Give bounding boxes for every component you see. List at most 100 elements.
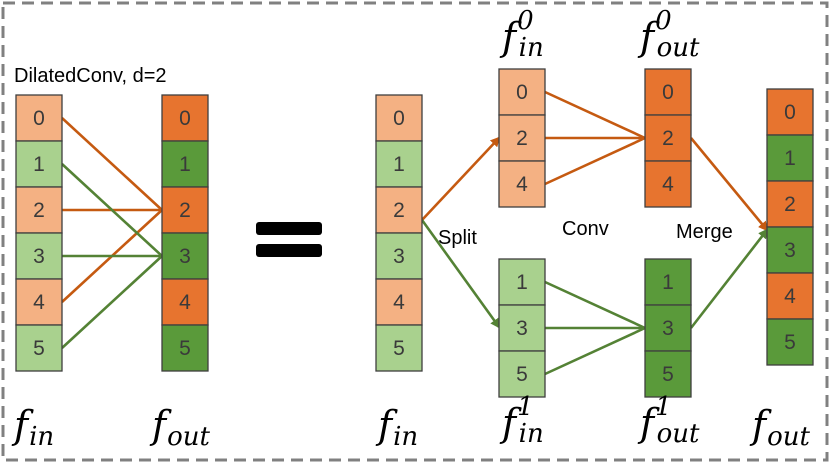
feature-cell [498, 350, 546, 398]
feature-cell-value: 1 [784, 147, 796, 170]
feature-cell-value: 0 [516, 81, 528, 104]
feature-cell-value: 2 [393, 199, 405, 222]
feature-cell-value: 5 [516, 363, 528, 386]
feature-cell-value: 4 [662, 173, 674, 196]
feature-cell-value: 4 [516, 173, 528, 196]
equals-sign [256, 222, 322, 257]
connection-line [61, 117, 163, 211]
feature-cell-value: 4 [33, 291, 45, 314]
feature-cell [15, 278, 63, 326]
dilated-conv-title: DilatedConv, d=2 [14, 65, 167, 87]
f-out-merged-label: fout [749, 403, 810, 452]
feature-cell-value: 0 [662, 81, 674, 104]
feature-cell [498, 114, 546, 162]
connection-line [544, 280, 646, 330]
feature-cell [644, 258, 692, 306]
feature-cell-value: 3 [516, 317, 528, 340]
feature-cell [644, 68, 692, 116]
feature-cell-value: 4 [393, 291, 405, 314]
feature-cell [375, 94, 423, 142]
merged-output-column: 0 1 2 3 4 5 [766, 88, 814, 366]
feature-cell-value: 1 [179, 153, 191, 176]
feature-cell [161, 324, 209, 372]
feature-cell [161, 278, 209, 326]
feature-cell-value: 0 [179, 107, 191, 130]
feature-cell-value: 3 [662, 317, 674, 340]
feature-cell-value: 5 [33, 337, 45, 360]
connection-lines [61, 90, 769, 376]
feature-cell-value: 0 [33, 107, 45, 130]
feature-cell-value: 3 [179, 245, 191, 268]
feature-cell [766, 226, 814, 274]
feature-cell [766, 180, 814, 228]
feature-cell-value: 5 [393, 337, 405, 360]
f-in-left-label: fin [11, 403, 54, 452]
feature-cell [375, 324, 423, 372]
flow-arrow [689, 137, 769, 232]
odd-input-column: 1 3 5 [498, 258, 546, 398]
feature-cell [15, 140, 63, 188]
even-input-column: 0 2 4 [498, 68, 546, 208]
feature-cell [15, 324, 63, 372]
connection-line [544, 136, 646, 186]
even-output-column: 0 2 4 [644, 68, 692, 208]
flow-arrow [421, 136, 501, 221]
feature-cell-value: 1 [516, 271, 528, 294]
feature-cell-value: 2 [784, 193, 796, 216]
feature-cell-value: 5 [784, 331, 796, 354]
feature-cell [498, 160, 546, 208]
feature-cell [498, 304, 546, 352]
flow-arrow [420, 219, 501, 329]
connection-line [61, 255, 163, 349]
feature-cell-value: 2 [33, 199, 45, 222]
feature-cell-value: 5 [662, 363, 674, 386]
feature-cell-value: 3 [784, 239, 796, 262]
connection-line [61, 163, 163, 257]
right-input-column: 0 1 2 3 4 5 [375, 94, 423, 372]
f-in-right-label: fin [375, 403, 418, 452]
feature-cell [644, 114, 692, 162]
feature-cell-value: 2 [179, 199, 191, 222]
conv-label: Conv [562, 218, 609, 240]
merge-label: Merge [676, 221, 733, 243]
feature-cell-value: 2 [662, 127, 674, 150]
feature-cell [766, 134, 814, 182]
feature-cell-value: 1 [33, 153, 45, 176]
feature-cell-value: 0 [784, 101, 796, 124]
feature-cell-value: 3 [33, 245, 45, 268]
feature-cell [644, 350, 692, 398]
feature-cell [644, 160, 692, 208]
feature-columns: 0 1 2 3 4 5 0 1 2 3 4 5 0 1 2 3 4 5 0 2 4 1 3 5 0 2 4 1 3 5 0 1 2 3 4 5 [15, 68, 814, 398]
connection-line [544, 90, 646, 140]
f-out-left-label: fout [149, 403, 210, 452]
feature-cell [498, 258, 546, 306]
feature-cell-value: 4 [784, 285, 796, 308]
feature-cell [766, 88, 814, 136]
split-label: Split [438, 227, 477, 249]
feature-cell-value: 3 [393, 245, 405, 268]
feature-cell-value: 5 [179, 337, 191, 360]
feature-cell-value: 1 [662, 271, 674, 294]
feature-cell-value: 1 [393, 153, 405, 176]
feature-cell-value: 0 [393, 107, 405, 130]
left-output-column: 0 1 2 3 4 5 [161, 94, 209, 372]
feature-cell [161, 140, 209, 188]
left-input-column: 0 1 2 3 4 5 [15, 94, 63, 372]
feature-cell [766, 272, 814, 320]
feature-cell [15, 94, 63, 142]
odd-output-column: 1 3 5 [644, 258, 692, 398]
feature-cell-value: 2 [516, 127, 528, 150]
flow-arrow [689, 228, 769, 329]
feature-cell [161, 94, 209, 142]
connection-line [544, 326, 646, 376]
feature-cell [766, 318, 814, 366]
feature-cell-value: 4 [179, 291, 191, 314]
